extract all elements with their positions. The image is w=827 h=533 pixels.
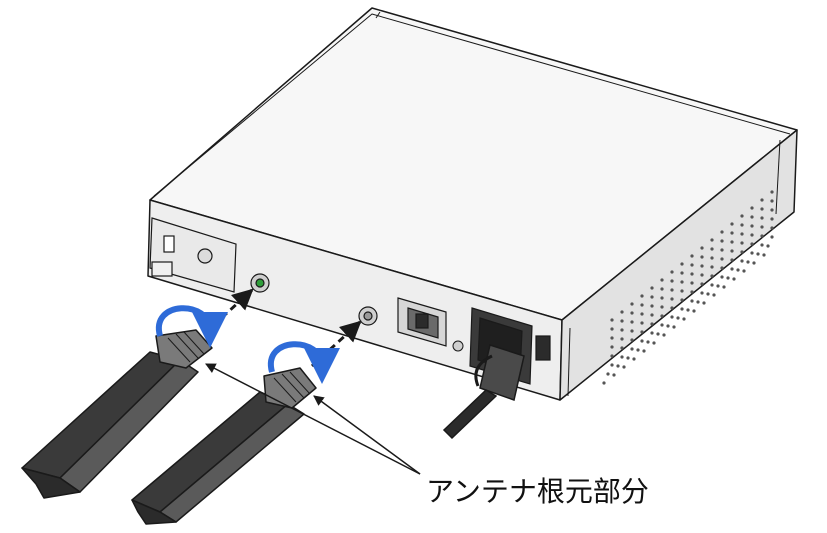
antenna-2 xyxy=(131,367,317,525)
power-cable xyxy=(442,344,525,440)
rotate-arrow-icon xyxy=(267,341,340,384)
power-switch xyxy=(397,297,447,347)
callout-leader-line xyxy=(205,363,421,475)
ground-screw xyxy=(452,340,464,352)
antenna-base-callout-label: アンテナ根元部分 xyxy=(426,475,649,508)
dashed-insert-arrow-icon xyxy=(310,320,362,368)
usb-port xyxy=(163,235,175,253)
side-ventilation-grid xyxy=(602,190,774,385)
dashed-insert-arrow-icon xyxy=(202,288,254,336)
antenna-connector-2 xyxy=(358,306,378,326)
callout-leader-line xyxy=(313,395,421,475)
rotate-arrow-icon xyxy=(155,305,228,348)
antenna-connector-1 xyxy=(250,273,270,293)
device-side-face xyxy=(559,129,798,401)
